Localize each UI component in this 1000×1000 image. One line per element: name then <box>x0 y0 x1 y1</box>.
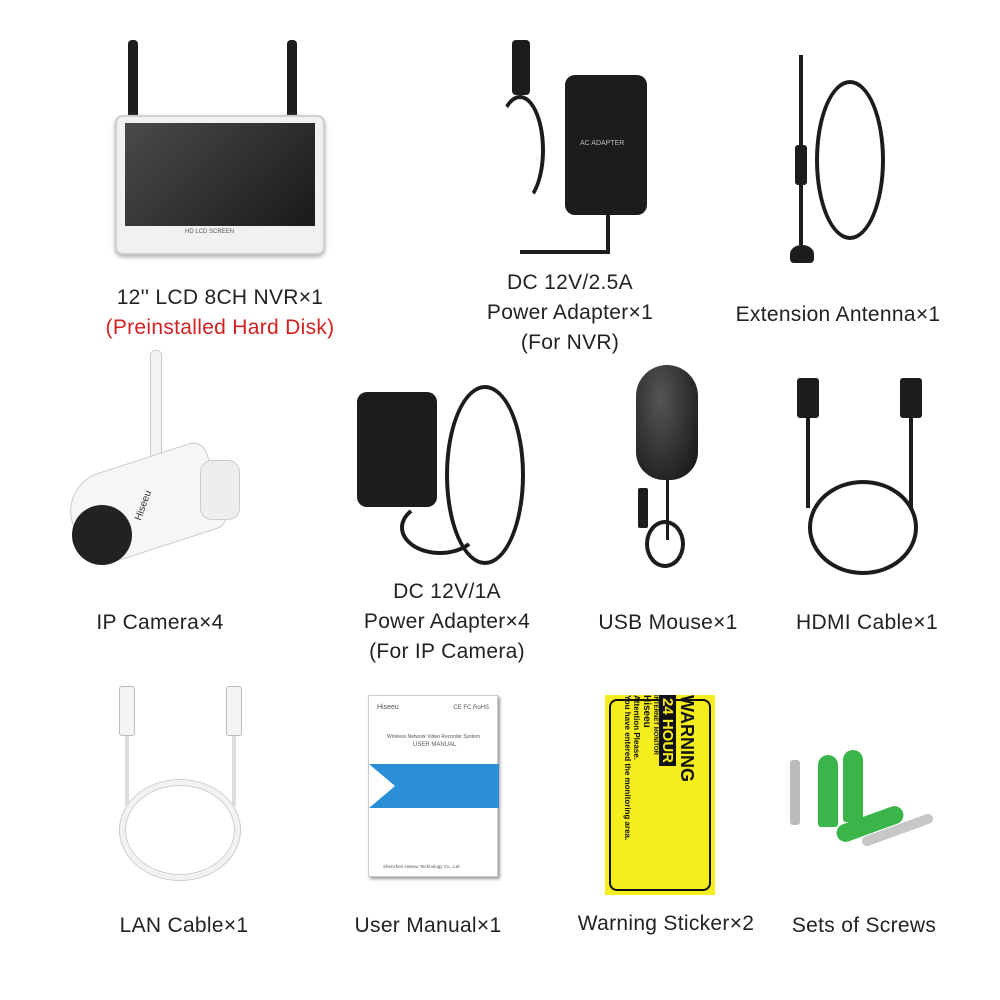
label-nvr: 12'' LCD 8CH NVR×1 (Preinstalled Hard Di… <box>106 283 335 343</box>
label-antenna: Extension Antenna×1 <box>735 303 941 326</box>
sticker-hour: 24 HOUR <box>659 695 676 767</box>
label-line: DC 12V/2.5A <box>507 271 633 294</box>
label-screws: Sets of Screws <box>791 914 937 937</box>
label-camera-adapter: DC 12V/1A Power Adapter×4 (For IP Camera… <box>364 577 530 667</box>
manual-logo: Hiseeu <box>377 704 399 711</box>
label-line: DC 12V/1A <box>393 580 501 603</box>
manual-subtitle: Wireless Network Video Recorder System <box>387 734 480 740</box>
warning-sticker-image: WARNING 24 HOUR INTERNET MONITOR Hiseeu … <box>605 695 715 895</box>
manual-footer: Shenzhen Hiseeu Technology Co., Ltd <box>383 864 460 869</box>
label-line: (For NVR) <box>520 331 620 354</box>
sticker-warning: WARNING <box>677 695 697 782</box>
nvr-screen-label: HD LCD SCREEN <box>185 229 235 235</box>
label-sticker: Warning Sticker×2 <box>577 912 755 935</box>
label-manual: User Manual×1 <box>354 914 502 937</box>
manual-certs: CE FC RoHS <box>453 705 489 711</box>
user-manual-image: Hiseeu CE FC RoHS Wireless Network Video… <box>368 695 499 877</box>
label-lan: LAN Cable×1 <box>119 914 249 937</box>
adapter-label: AC ADAPTER <box>580 140 625 147</box>
label-line: Power Adapter×1 <box>486 301 654 324</box>
label-nvr-adapter: DC 12V/2.5A Power Adapter×1 (For NVR) <box>487 268 653 358</box>
sticker-entered: You have entered the monitoring area. <box>623 695 632 841</box>
label-line: Power Adapter×4 <box>363 610 531 633</box>
label-hdmi: HDMI Cable×1 <box>796 611 938 634</box>
label-mouse: USB Mouse×1 <box>598 611 738 634</box>
label-camera: IP Camera×4 <box>96 611 224 634</box>
sticker-attention: Attention Please. <box>632 695 641 760</box>
manual-title: USER MANUAL <box>413 742 457 748</box>
label-line: 12'' LCD 8CH NVR×1 <box>116 286 324 309</box>
label-line: (For IP Camera) <box>369 640 525 663</box>
label-note: (Preinstalled Hard Disk) <box>105 316 335 339</box>
sticker-logo: Hiseeu <box>641 695 652 728</box>
sticker-monitor: INTERNET MONITOR <box>652 695 658 755</box>
